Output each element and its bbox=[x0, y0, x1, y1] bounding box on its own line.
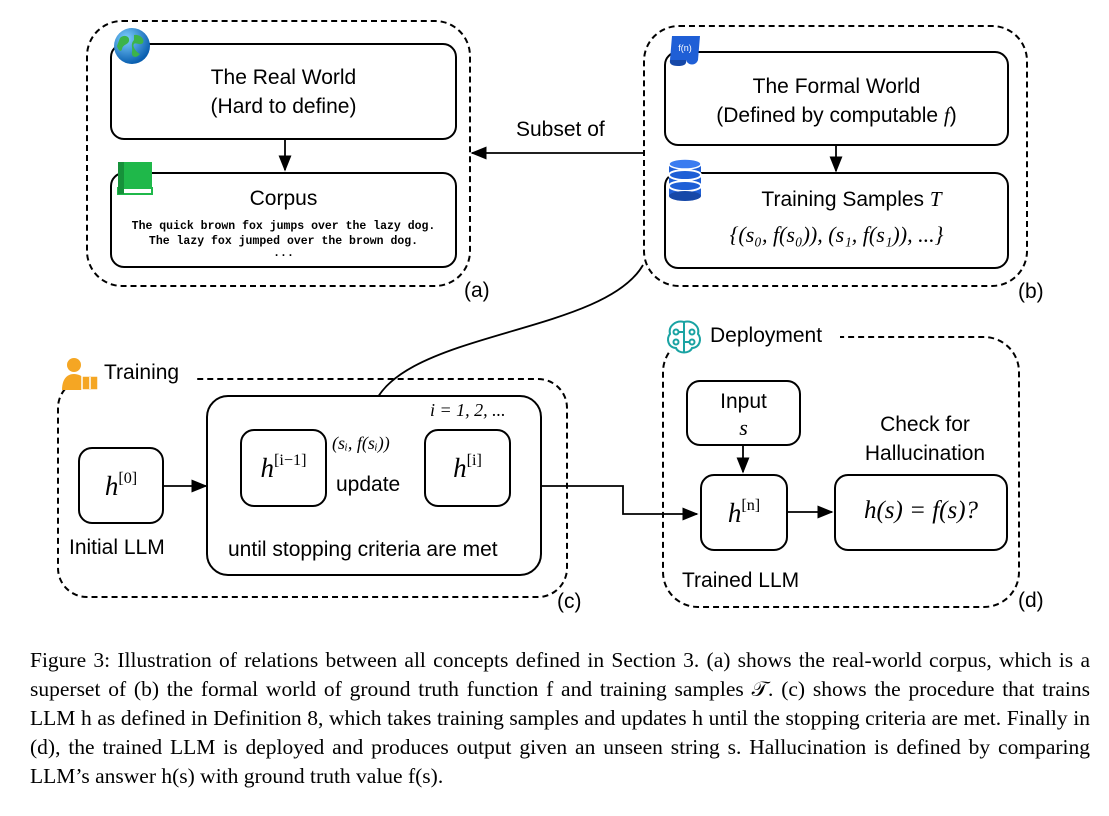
h-prev-box: h[i−1] bbox=[240, 429, 327, 507]
neural-network-icon bbox=[664, 318, 704, 356]
training-samples-title: Training Samples T bbox=[761, 187, 942, 211]
until-label: until stopping criteria are met bbox=[228, 538, 498, 561]
h0-label: h[0] bbox=[104, 469, 138, 502]
tag-c: (c) bbox=[557, 590, 582, 613]
arrow-loop-to-trained bbox=[542, 485, 699, 521]
function-scroll-icon: f(n) bbox=[666, 32, 704, 68]
formal-world-title: The Formal World bbox=[752, 75, 921, 98]
compare-box: h(s) = f(s)? bbox=[834, 474, 1008, 551]
book-icon bbox=[114, 160, 156, 196]
corpus-ellipsis: ... bbox=[273, 247, 294, 260]
subset-label: Subset of bbox=[516, 118, 605, 141]
group-deployment bbox=[662, 336, 1020, 608]
database-icon bbox=[667, 158, 703, 202]
input-var: s bbox=[739, 415, 748, 440]
update-label: update bbox=[336, 473, 401, 496]
initial-llm-label: Initial LLM bbox=[69, 536, 165, 559]
group-real-world bbox=[86, 20, 471, 287]
input-box: Input s bbox=[686, 380, 801, 446]
var-T: T bbox=[929, 187, 942, 211]
formal-world-box: The Formal World (Defined by computable … bbox=[664, 51, 1009, 146]
compare-label: h(s) = f(s)? bbox=[863, 497, 979, 524]
real-world-subtitle: (Hard to define) bbox=[210, 95, 357, 118]
group-training bbox=[57, 378, 568, 598]
iteration-label: i = 1, 2, ... bbox=[430, 400, 506, 420]
h-n-box: h[n] bbox=[700, 474, 788, 551]
tag-b: (b) bbox=[1018, 280, 1044, 303]
person-book-icon bbox=[60, 356, 100, 392]
corpus-line-1: The quick brown fox jumps over the lazy … bbox=[131, 220, 436, 233]
trained-llm-label: Trained LLM bbox=[682, 569, 800, 592]
h-i-box: h[i] bbox=[424, 429, 511, 507]
globe-icon bbox=[112, 26, 152, 66]
h0-box: h[0] bbox=[78, 447, 164, 524]
training-samples-box: Training Samples T {(s₀, f(s₀)), (s₁, f(… bbox=[664, 172, 1009, 269]
tag-a: (a) bbox=[464, 279, 490, 302]
training-label: Training bbox=[104, 361, 180, 384]
deployment-label: Deployment bbox=[710, 324, 823, 347]
real-world-title: The Real World bbox=[210, 66, 357, 89]
arrow-samples-to-update bbox=[363, 264, 644, 427]
check-hallucination-label: Check for Hallucination bbox=[864, 413, 986, 465]
group-formal-world bbox=[643, 25, 1028, 287]
var-f: f bbox=[943, 103, 950, 127]
h-prev-label: h[i−1] bbox=[260, 451, 307, 484]
corpus-line-2: The lazy fox jumped over the brown dog. bbox=[148, 235, 419, 248]
input-title: Input bbox=[720, 390, 767, 413]
figure-caption: Figure 3: Illustration of relations betw… bbox=[30, 648, 1090, 788]
h-i-label: h[i] bbox=[453, 451, 482, 484]
h-n-label: h[n] bbox=[727, 496, 761, 529]
sample-pair-label: (sᵢ, f(sᵢ)) bbox=[332, 433, 390, 453]
real-world-box: The Real World (Hard to define) bbox=[110, 43, 457, 140]
corpus-title: Corpus bbox=[249, 187, 318, 210]
scroll-icon-text: f(n) bbox=[678, 43, 692, 53]
tag-d: (d) bbox=[1018, 589, 1044, 612]
formal-world-subtitle: (Defined by computable f) bbox=[716, 103, 957, 127]
training-samples-set: {(s₀, f(s₀)), (s₁, f(s₁)), ...} bbox=[729, 222, 944, 247]
corpus-box: Corpus The quick brown fox jumps over th… bbox=[110, 172, 457, 268]
